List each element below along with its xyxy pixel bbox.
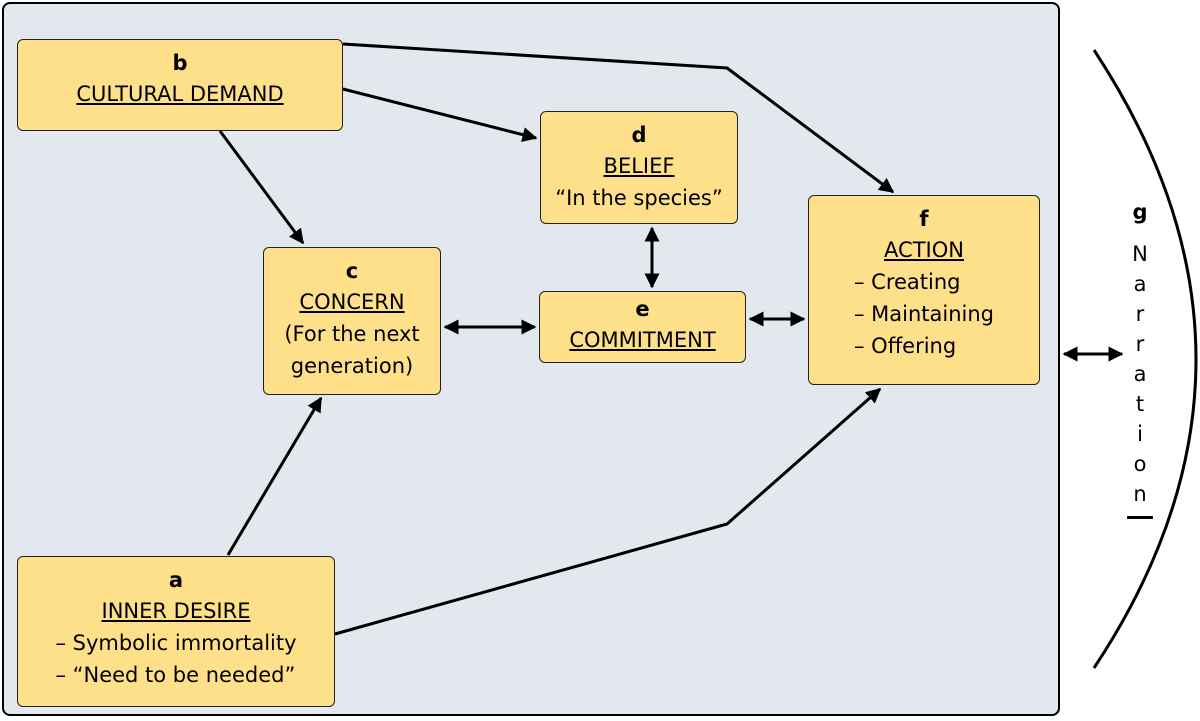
box-letter: b bbox=[172, 51, 188, 75]
narration-char: r bbox=[1135, 302, 1145, 326]
box-action: f ACTION – Creating – Maintaining – Offe… bbox=[808, 195, 1040, 385]
box-line: – Symbolic immortality bbox=[55, 631, 297, 655]
box-line: – “Need to be needed” bbox=[55, 663, 296, 687]
box-list: – Symbolic immortality – “Need to be nee… bbox=[55, 627, 296, 691]
box-concern: c CONCERN (For the next generation) bbox=[263, 247, 441, 395]
box-cultural-demand: b CULTURAL DEMAND bbox=[17, 39, 343, 131]
box-title: CULTURAL DEMAND bbox=[76, 82, 284, 106]
box-letter: e bbox=[635, 297, 650, 321]
narration-char: t bbox=[1135, 392, 1145, 416]
narration-char: a bbox=[1133, 272, 1147, 296]
box-line: (For the next bbox=[284, 322, 420, 346]
box-line: – Creating bbox=[853, 270, 961, 294]
box-line: – Offering bbox=[853, 334, 957, 358]
box-list: – Creating – Maintaining – Offering bbox=[854, 266, 994, 362]
arrow-a-to-f bbox=[334, 387, 882, 636]
box-letter: d bbox=[631, 123, 647, 147]
arrow-a-to-c bbox=[226, 396, 323, 556]
box-letter: a bbox=[168, 568, 184, 592]
box-title: COMMITMENT bbox=[569, 328, 716, 352]
box-title: ACTION bbox=[884, 238, 964, 262]
box-title: CONCERN bbox=[299, 290, 405, 314]
arrow-b-to-d bbox=[342, 87, 538, 142]
box-letter: c bbox=[345, 259, 359, 283]
arrow-b-to-c bbox=[218, 130, 305, 245]
arrow-b-to-f bbox=[342, 42, 895, 194]
box-commitment: e COMMITMENT bbox=[539, 291, 746, 363]
narration-char: o bbox=[1133, 452, 1147, 476]
narration-arc bbox=[1092, 49, 1198, 669]
box-line: generation) bbox=[290, 354, 414, 378]
box-title: INNER DESIRE bbox=[101, 599, 251, 623]
narration-char: r bbox=[1135, 332, 1145, 356]
box-letter: f bbox=[919, 207, 929, 231]
box-inner-desire: a INNER DESIRE – Symbolic immortality – … bbox=[17, 556, 335, 707]
narration-char: a bbox=[1133, 362, 1147, 386]
narration-char: N bbox=[1132, 242, 1148, 266]
narration-underline bbox=[1127, 516, 1153, 519]
box-belief: d BELIEF “In the species” bbox=[540, 111, 738, 224]
box-line: “In the species” bbox=[555, 186, 723, 210]
narration-label: g N a r r a t i o n bbox=[1120, 195, 1160, 509]
box-title: BELIEF bbox=[603, 154, 675, 178]
narration-char: i bbox=[1137, 422, 1143, 446]
narration-char: n bbox=[1133, 482, 1147, 506]
box-line: – Maintaining bbox=[853, 302, 995, 326]
narration-letter: g bbox=[1132, 200, 1148, 224]
